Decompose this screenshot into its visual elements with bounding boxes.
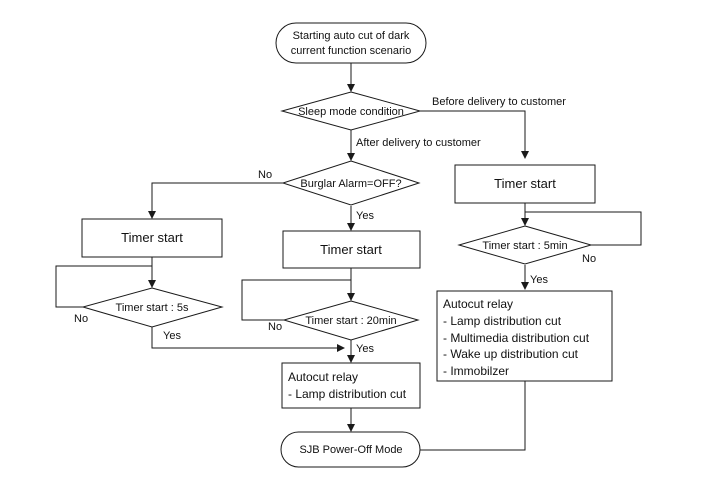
autocut-right-title: Autocut relay [443,297,513,311]
edge-20min-no-loop [241,279,351,321]
autocut-right-item: - Lamp distribution cut [443,314,562,328]
timer-start-left-box [81,218,223,258]
label-burglar-yes: Yes [356,210,374,222]
label-5s-yes: Yes [163,330,181,342]
timer-start-right-box [454,164,596,204]
timer-start-middle-label: Timer start [320,242,382,257]
edge-5min-no-loop [525,211,642,246]
timer-check-20min-decision [282,300,420,341]
autocut-relay-middle-box [281,362,421,409]
timer-check-5s-label: Timer start : 5s [116,302,189,314]
timer-start-right-label: Timer start [494,176,556,191]
autocut-middle-item: - Lamp distribution cut [288,387,407,401]
edge-burglar-no [148,182,283,219]
label-20min-no: No [268,321,282,333]
autocut-relay-right-box [436,290,613,382]
sleep-mode-label: Sleep mode condition [298,106,404,118]
end-terminal [280,431,421,468]
edge-right-autocut-to-end [420,381,526,451]
timer-start-middle-box [282,230,421,269]
end-label: SJB Power-Off Mode [299,444,402,456]
label-5min-yes: Yes [530,274,548,286]
autocut-right-item: - Multimedia distribution cut [443,331,590,345]
burglar-alarm-decision [281,160,421,206]
start-terminal [275,22,427,64]
label-after-delivery: After delivery to customer [356,137,481,149]
start-label-line1: Starting auto cut of dark [293,30,410,42]
label-5min-no: No [582,253,596,265]
burglar-alarm-label: Burglar Alarm=OFF? [300,178,401,190]
label-before-delivery: Before delivery to customer [432,96,566,108]
label-5s-no: No [74,313,88,325]
timer-start-left-label: Timer start [121,230,183,245]
edge-5s-no-loop [55,265,152,308]
autocut-right-item: - Immobilzer [443,364,509,378]
timer-check-20min-label: Timer start : 20min [305,315,396,327]
timer-check-5s-decision [81,287,224,328]
timer-check-5min-decision [457,225,593,265]
sleep-mode-decision [280,91,422,131]
timer-check-5min-label: Timer start : 5min [482,240,567,252]
autocut-right-item: - Wake up distribution cut [443,347,579,361]
edge-5s-yes [151,327,345,352]
autocut-middle-title: Autocut relay [288,370,358,384]
edge-sleep-before-delivery [420,110,529,159]
label-20min-yes: Yes [356,343,374,355]
label-burglar-no: No [258,169,272,181]
start-label-line2: current function scenario [291,45,411,57]
